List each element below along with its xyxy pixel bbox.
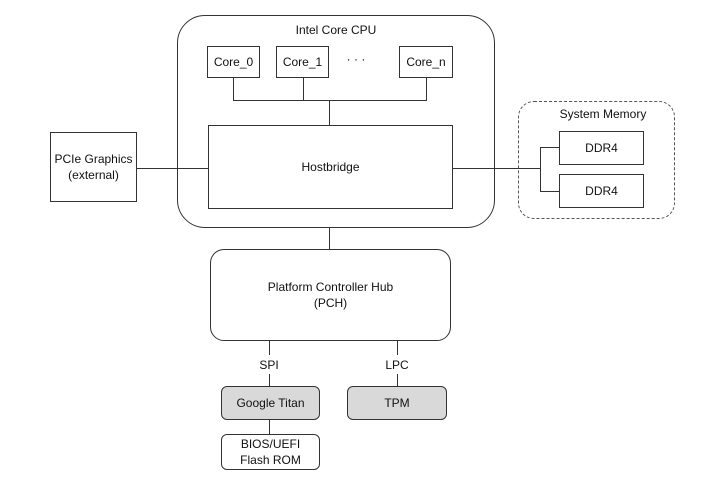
titan-to-flash-line: [269, 420, 270, 434]
lpc-label: LPC: [385, 358, 409, 372]
core-0-connector: [233, 78, 234, 100]
core-1-box: Core_1: [276, 46, 329, 78]
ddr4-module-2: DDR4: [559, 174, 644, 208]
google-titan-label: Google Titan: [236, 396, 305, 410]
pcie-graphics-sublabel: (external): [68, 168, 119, 182]
system-memory-title: System Memory: [559, 107, 647, 121]
hostbridge-to-memory-line: [453, 168, 540, 169]
spi-line-lower: [269, 374, 270, 386]
core-1-label: Core_1: [282, 55, 323, 69]
core-n-label: Core_n: [406, 55, 446, 69]
flash-rom-box: BIOS/UEFI Flash ROM: [221, 434, 320, 470]
google-titan-box: Google Titan: [221, 386, 320, 420]
ddr4-module-2-label: DDR4: [585, 184, 618, 198]
cpu-to-pch-line: [329, 228, 330, 249]
pcie-to-hostbridge-line: [137, 168, 208, 169]
pcie-graphics-box: PCIe Graphics (external): [50, 132, 137, 202]
system-memory-container: [518, 101, 675, 219]
core-1-connector: [303, 78, 304, 100]
core-n-connector: [426, 78, 427, 100]
flash-rom-sublabel: Flash ROM: [240, 453, 301, 467]
cores-ellipsis: · · ·: [346, 52, 366, 66]
pcie-graphics-label: PCIe Graphics: [54, 152, 133, 166]
core-0-label: Core_0: [213, 55, 254, 69]
ddr4-module-1: DDR4: [559, 131, 644, 165]
lpc-line-lower: [397, 374, 398, 386]
spi-label: SPI: [259, 358, 279, 372]
pch-box: Platform Controller Hub (PCH): [210, 249, 451, 341]
core-0-box: Core_0: [207, 46, 260, 78]
cpu-title: Intel Core CPU: [295, 23, 377, 37]
hostbridge-label: Hostbridge: [301, 160, 360, 174]
lpc-line-upper: [397, 341, 398, 355]
memory-bus-vertical: [540, 147, 541, 192]
tpm-label: TPM: [384, 396, 410, 410]
memory-bus-to-ddr4-1: [540, 147, 559, 148]
tpm-box: TPM: [347, 386, 447, 420]
memory-bus-to-ddr4-2: [540, 191, 559, 192]
core-bus-to-hostbridge: [329, 100, 330, 125]
flash-rom-label: BIOS/UEFI: [240, 437, 301, 451]
hostbridge-box: Hostbridge: [208, 125, 453, 209]
spi-line-upper: [269, 341, 270, 355]
core-n-box: Core_n: [399, 46, 453, 78]
pch-label: Platform Controller Hub: [267, 280, 394, 294]
pch-sublabel: (PCH): [313, 296, 348, 310]
core-bus-line: [233, 100, 427, 101]
ddr4-module-1-label: DDR4: [585, 141, 618, 155]
